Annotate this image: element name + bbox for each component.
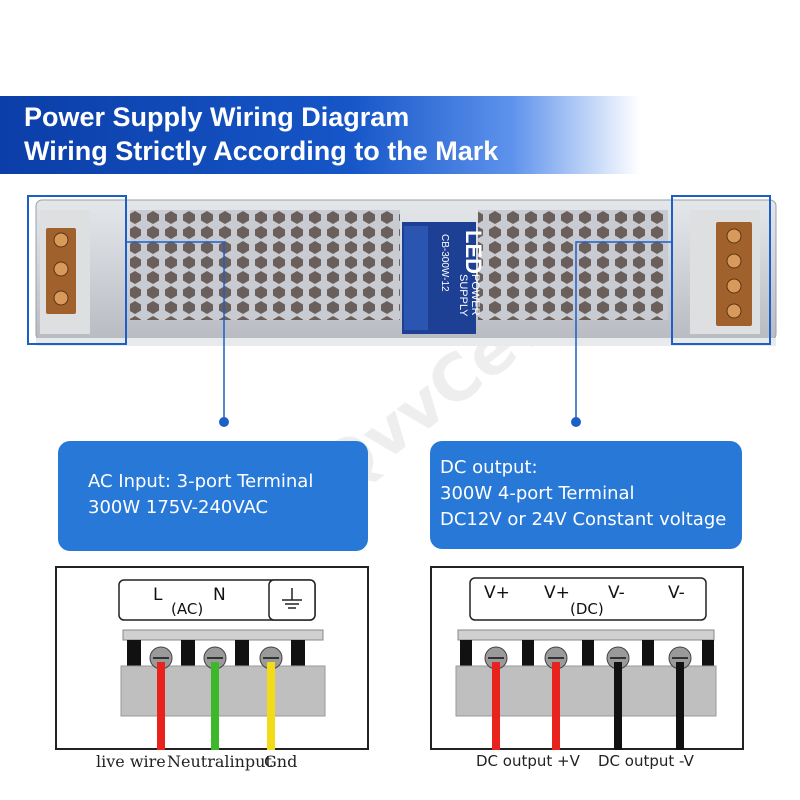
ac-input-info-box: AC Input: 3-port Terminal 300W 175V-240V…	[58, 441, 368, 551]
dc-output-info-box: DC output: 300W 4-port Terminal DC12V or…	[430, 441, 742, 549]
label-n: N	[213, 585, 226, 605]
dc-screw-2	[544, 646, 568, 670]
ac-terminal-callout	[27, 195, 127, 345]
power-supply-illustration: LED POWER SUPPLY CB-300W-12	[27, 195, 777, 346]
dc-terminal-block	[690, 210, 760, 334]
label-ac: (AC)	[171, 600, 203, 618]
dc-label-plate	[469, 577, 707, 621]
dc-terminal-callout	[671, 195, 771, 345]
ac-info-line2: 300W 175V-240VAC	[88, 497, 269, 518]
dc-screw-3	[606, 646, 630, 670]
brand-supply: SUPPLY	[457, 274, 469, 317]
ac-terminal-block	[40, 210, 90, 334]
label-v1: V+	[484, 583, 510, 603]
ground-wire	[267, 662, 275, 750]
ac-info-line1: AC Input: 3-port Terminal	[88, 471, 314, 492]
label-dc: (DC)	[570, 600, 604, 618]
label-l: L	[153, 585, 163, 605]
caption-gnd: Gnd	[264, 752, 298, 771]
vent-grid-right	[478, 210, 668, 320]
dc-info-line1: DC output:	[440, 457, 538, 478]
ground-symbol-icon	[282, 588, 302, 609]
banner-title: Power Supply Wiring Diagram	[24, 102, 410, 132]
dc-positive-wire-1	[492, 662, 500, 750]
ac-terminal-diagram: L N (AC)	[55, 566, 369, 750]
brand-logo: LED	[461, 230, 486, 274]
dc-negative-wire-1	[614, 662, 622, 750]
banner-subtitle: Wiring Strictly According to the Mark	[24, 136, 499, 166]
caption-dc-positive: DC output +V	[476, 752, 580, 770]
label-v3: V-	[608, 583, 625, 603]
caption-dc-negative: DC output -V	[598, 752, 694, 770]
brand-power: POWER	[469, 274, 481, 316]
dc-info-line3: DC12V or 24V Constant voltage	[440, 509, 727, 530]
caption-live-wire: live wire	[96, 752, 166, 771]
dc-negative-wire-2	[676, 662, 684, 750]
model-number: CB-300W-12	[439, 234, 450, 292]
caption-neutral-input: Neutralinput	[167, 752, 272, 771]
dc-positive-wire-2	[552, 662, 560, 750]
ac-screw-l	[149, 646, 173, 670]
brand-label: LED POWER SUPPLY CB-300W-12	[402, 222, 486, 334]
ac-screw-gnd	[259, 646, 283, 670]
label-v2: V+	[544, 583, 570, 603]
vent-grid-left	[130, 210, 400, 320]
dc-terminal-diagram: V+ V+ V- V- (DC)	[430, 566, 744, 750]
neutral-wire	[211, 662, 219, 750]
label-v4: V-	[668, 583, 685, 603]
live-wire	[157, 662, 165, 750]
callout-lines	[126, 241, 672, 427]
title-banner: Power Supply Wiring Diagram Wiring Stric…	[0, 96, 640, 174]
dc-info-line2: 300W 4-port Terminal	[440, 483, 635, 504]
